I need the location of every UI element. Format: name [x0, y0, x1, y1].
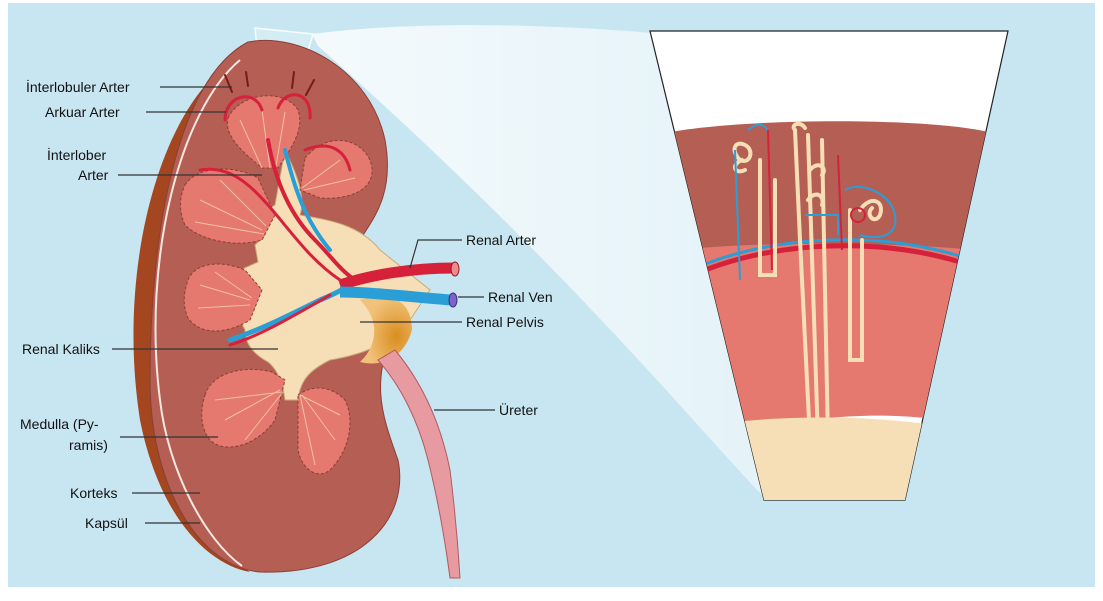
label-interlober-arter-2: Arter — [78, 167, 109, 183]
label-medulla-1: Medulla (Py- — [20, 416, 99, 432]
label-renal-pelvis: Renal Pelvis — [466, 314, 544, 330]
label-arkuar-arter: Arkuar Arter — [45, 104, 120, 120]
label-korteks: Korteks — [70, 485, 117, 501]
label-medulla-2: ramis) — [69, 437, 108, 453]
label-ureter: Üreter — [499, 401, 538, 418]
label-interlobuler-arter: İnterlobuler Arter — [26, 78, 130, 95]
label-interlober-arter-1: İnterlober — [47, 146, 106, 163]
label-kapsul: Kapsül — [85, 515, 128, 531]
label-renal-arter: Renal Arter — [466, 232, 536, 248]
label-renal-kaliks: Renal Kaliks — [22, 341, 100, 357]
label-renal-ven: Renal Ven — [488, 289, 553, 305]
